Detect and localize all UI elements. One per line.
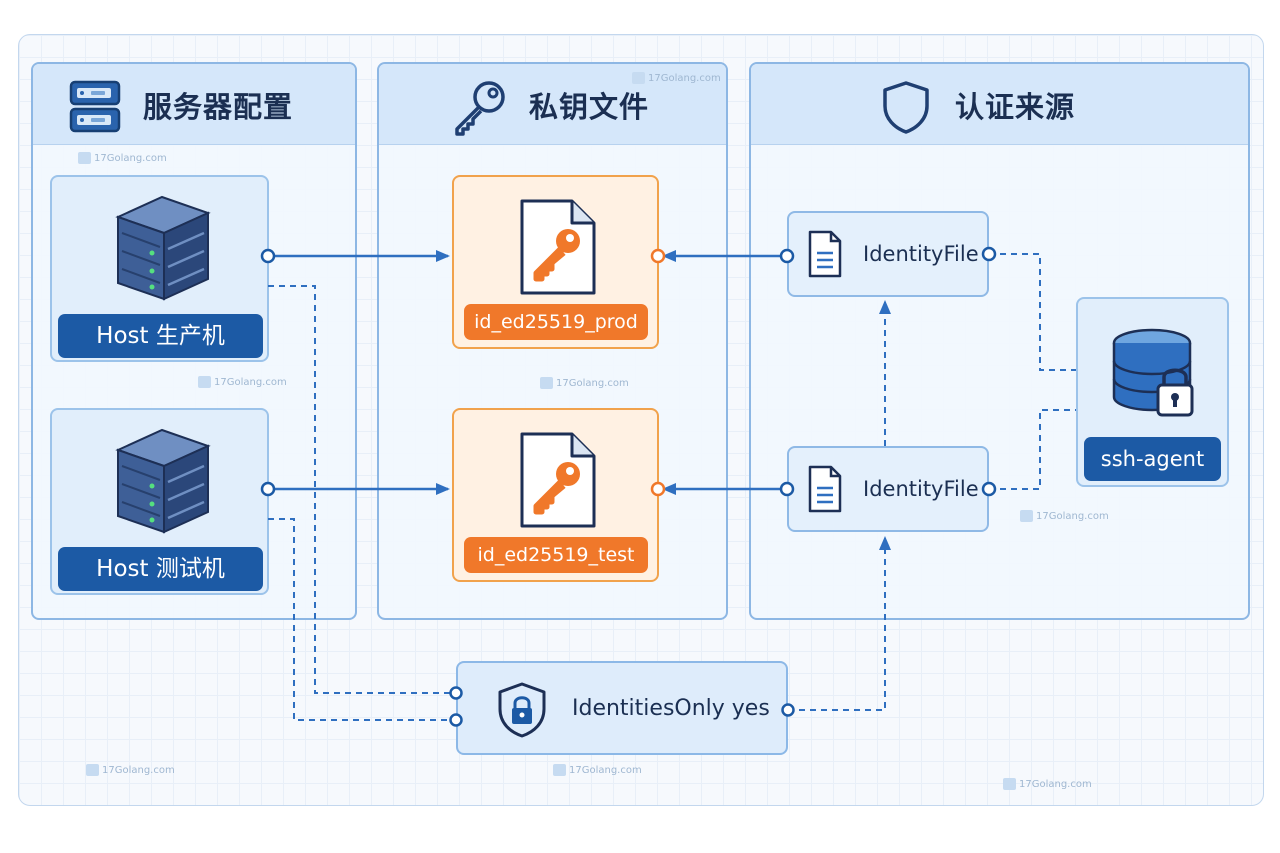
panel-title: 认证来源 xyxy=(955,90,1076,124)
identities-only-label: IdentitiesOnly yes xyxy=(572,696,770,721)
document-icon xyxy=(807,229,843,283)
watermark: 17Golang.com xyxy=(540,377,629,389)
connector-host-test-to-option xyxy=(268,518,455,721)
panel-header: 私钥文件 xyxy=(379,64,726,145)
watermark: 17Golang.com xyxy=(1003,778,1092,790)
host-card-test[interactable]: Host 测试机 xyxy=(50,408,269,595)
server-tower-icon xyxy=(108,424,214,540)
panel-header: 服务器配置 xyxy=(33,64,355,145)
identity-file-card-2[interactable]: IdentityFile xyxy=(787,446,989,532)
watermark: 17Golang.com xyxy=(632,72,721,84)
connector-option-to-identity2 xyxy=(788,536,891,711)
identities-only-card[interactable]: IdentitiesOnly yes xyxy=(456,661,788,755)
panel-header: 认证来源 xyxy=(751,64,1248,145)
key-label: id_ed25519_test xyxy=(464,537,648,573)
watermark: 17Golang.com xyxy=(553,764,642,776)
ssh-agent-card[interactable]: ssh-agent xyxy=(1076,297,1229,487)
key-card-test[interactable]: id_ed25519_test xyxy=(452,408,659,582)
watermark: 17Golang.com xyxy=(78,152,167,164)
server-rack-icon xyxy=(69,80,121,138)
host-label: Host 生产机 xyxy=(58,314,263,358)
identity-file-label: IdentityFile xyxy=(863,477,979,501)
identity-file-label: IdentityFile xyxy=(863,242,979,266)
key-card-prod[interactable]: id_ed25519_prod xyxy=(452,175,659,349)
host-card-prod[interactable]: Host 生产机 xyxy=(50,175,269,362)
panel-title: 私钥文件 xyxy=(529,90,650,124)
key-file-icon xyxy=(518,197,598,301)
watermark: 17Golang.com xyxy=(198,376,287,388)
connector-identity1-to-agent xyxy=(989,253,1076,371)
connector-host-prod-to-option xyxy=(268,285,455,694)
port-dots xyxy=(260,246,997,727)
identity-file-card-1[interactable]: IdentityFile xyxy=(787,211,989,297)
database-lock-icon xyxy=(1112,327,1198,427)
server-tower-icon xyxy=(108,191,214,307)
shield-lock-icon xyxy=(496,681,548,743)
ssh-agent-label: ssh-agent xyxy=(1084,437,1221,481)
key-file-icon xyxy=(518,430,598,534)
key-icon xyxy=(451,78,509,140)
document-icon xyxy=(807,464,843,518)
connector-identity2-to-agent xyxy=(989,409,1076,490)
watermark: 17Golang.com xyxy=(1020,510,1109,522)
host-label: Host 测试机 xyxy=(58,547,263,591)
key-label: id_ed25519_prod xyxy=(464,304,648,340)
watermark: 17Golang.com xyxy=(86,764,175,776)
panel-title: 服务器配置 xyxy=(143,90,294,124)
shield-icon xyxy=(881,80,931,138)
